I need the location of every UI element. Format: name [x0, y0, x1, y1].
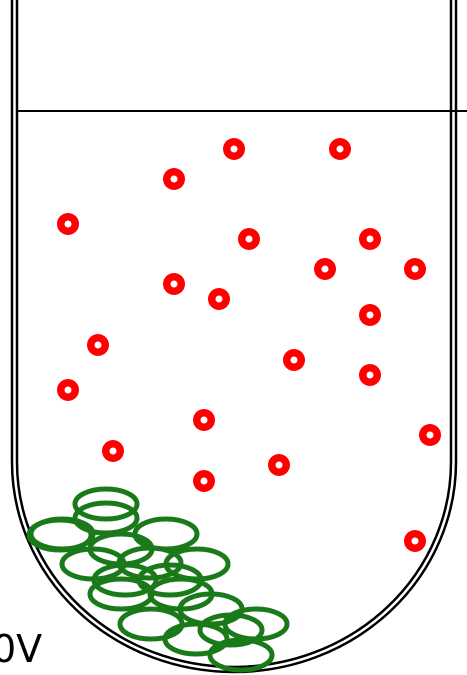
particle-center: [201, 417, 208, 424]
particle-center: [65, 221, 72, 228]
particle-center: [110, 448, 117, 455]
particle-center: [367, 372, 374, 379]
side-label: 0V: [0, 627, 42, 671]
particle-center: [65, 387, 72, 394]
particle-center: [367, 236, 374, 243]
tube-wall-outer: [12, 0, 456, 672]
sediment-ring: [165, 624, 227, 654]
particle-center: [231, 146, 238, 153]
particle-center: [412, 266, 419, 273]
sediment-ring: [135, 519, 197, 549]
particle-center: [337, 146, 344, 153]
particle-center: [322, 266, 329, 273]
particle-center: [95, 342, 102, 349]
particle-center: [276, 462, 283, 469]
particle-center: [246, 236, 253, 243]
particle-center: [171, 281, 178, 288]
particle-center: [216, 296, 223, 303]
particle-center: [291, 357, 298, 364]
particle-center: [171, 176, 178, 183]
particle-center: [201, 478, 208, 485]
particle-center: [427, 432, 434, 439]
sediment-ring: [120, 609, 182, 639]
sediment-layer: [29, 489, 287, 670]
sediment-ring: [29, 520, 91, 550]
tube-wall-inner: [17, 0, 451, 667]
particle-center: [367, 312, 374, 319]
particle-center: [412, 538, 419, 545]
